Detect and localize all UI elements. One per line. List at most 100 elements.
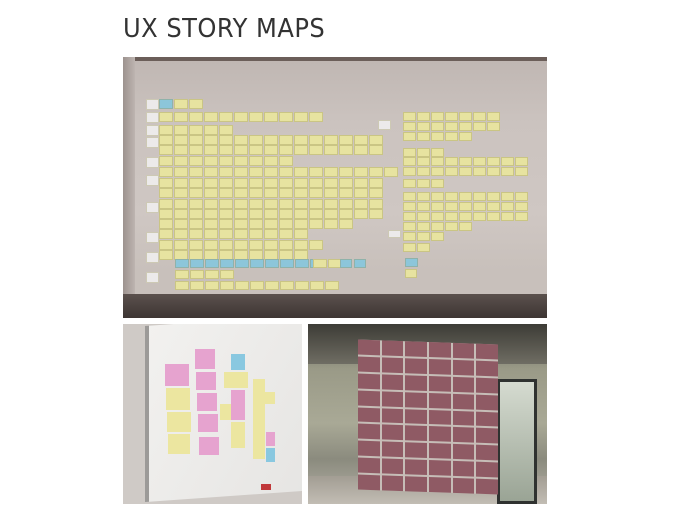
sticky-note: [515, 212, 528, 221]
sticky-note: [175, 270, 189, 279]
sticky-note: [159, 145, 173, 155]
sticky-note: [249, 156, 263, 166]
sticky-note: [428, 443, 451, 460]
sticky-note: [417, 132, 430, 141]
sticky-note: [501, 157, 514, 166]
sticky-note: [417, 232, 430, 241]
sticky-note: [249, 167, 263, 177]
sticky-note: [403, 112, 416, 121]
sticky-note: [189, 156, 203, 166]
sticky-note: [354, 199, 368, 209]
sticky-note: [354, 178, 368, 188]
sticky-note: [405, 459, 427, 476]
sticky-note: [369, 145, 383, 155]
sticky-note: [501, 167, 514, 176]
sticky-note: [388, 230, 401, 238]
sticky-note: [231, 422, 245, 448]
sticky-note: [339, 209, 353, 219]
sticky-note: [428, 375, 451, 392]
sticky-note: [265, 281, 279, 290]
sticky-note: [204, 178, 218, 188]
sticky-note: [324, 209, 338, 219]
sticky-note: [159, 240, 173, 250]
sticky-note: [146, 252, 159, 263]
sticky-note: [294, 167, 308, 177]
sticky-note: [234, 188, 248, 198]
sticky-note: [515, 167, 528, 176]
sticky-note: [220, 259, 234, 268]
sticky-note: [473, 122, 486, 131]
sticky-note: [405, 258, 418, 267]
sticky-note: [473, 167, 486, 176]
sticky-note: [294, 240, 308, 250]
ceiling: [123, 57, 547, 61]
sticky-note: [405, 341, 427, 357]
sticky-note: [224, 372, 248, 388]
sticky-note: [369, 188, 383, 198]
sticky-note: [279, 209, 293, 219]
sticky-note: [174, 99, 188, 109]
sticky-note: [204, 199, 218, 209]
sticky-note: [417, 157, 430, 166]
sticky-note: [234, 145, 248, 155]
sticky-note: [431, 212, 444, 221]
sticky-note: [294, 188, 308, 198]
sticky-note: [235, 281, 249, 290]
sticky-note: [501, 212, 514, 221]
sticky-note: [159, 229, 173, 239]
sticky-note: [234, 156, 248, 166]
sticky-note: [459, 212, 472, 221]
sticky-note: [459, 202, 472, 211]
sticky-note: [431, 122, 444, 131]
sticky-note: [196, 372, 216, 390]
sticky-note: [431, 222, 444, 231]
sticky-note: [417, 112, 430, 121]
sticky-note: [189, 219, 203, 229]
sticky-note: [325, 281, 339, 290]
sticky-note: [452, 410, 475, 427]
sticky-note: [234, 112, 248, 122]
sticky-note: [146, 272, 159, 283]
sticky-note: [354, 135, 368, 145]
sticky-note: [417, 167, 430, 176]
sticky-note: [279, 240, 293, 250]
sticky-note: [220, 281, 234, 290]
sticky-note: [174, 125, 188, 135]
sticky-note: [428, 426, 451, 443]
sticky-note: [452, 461, 475, 477]
sticky-note: [159, 219, 173, 229]
sticky-note: [159, 209, 173, 219]
sticky-note: [309, 178, 323, 188]
sticky-note: [417, 222, 430, 231]
sticky-note: [339, 167, 353, 177]
sticky-note: [146, 137, 159, 148]
sticky-note: [295, 281, 309, 290]
sticky-note: [405, 442, 427, 459]
sticky-note: [279, 229, 293, 239]
sticky-note: [309, 209, 323, 219]
sticky-note: [219, 125, 233, 135]
sticky-note: [280, 259, 294, 268]
sticky-note: [280, 281, 294, 290]
sticky-note: [487, 122, 500, 131]
sticky-note: [405, 358, 427, 374]
sticky-note: [146, 232, 159, 243]
sticky-note: [381, 441, 404, 458]
sticky-note: [445, 202, 458, 211]
sticky-note: [249, 219, 263, 229]
sticky-note: [417, 122, 430, 131]
sticky-note: [354, 145, 368, 155]
sticky-note: [219, 178, 233, 188]
sticky-note: [264, 156, 278, 166]
sticky-note: [219, 240, 233, 250]
whiteboard-photo: [123, 324, 302, 504]
story-map-wall-photo: [123, 57, 547, 318]
page-title: UX STORY MAPS: [123, 14, 326, 44]
sticky-note: [476, 461, 498, 478]
sticky-note: [174, 219, 188, 229]
sticky-note: [204, 125, 218, 135]
glass-wall-photo: [308, 324, 547, 504]
sticky-note: [159, 112, 173, 122]
sticky-note: [459, 132, 472, 141]
sticky-note: [405, 408, 427, 425]
